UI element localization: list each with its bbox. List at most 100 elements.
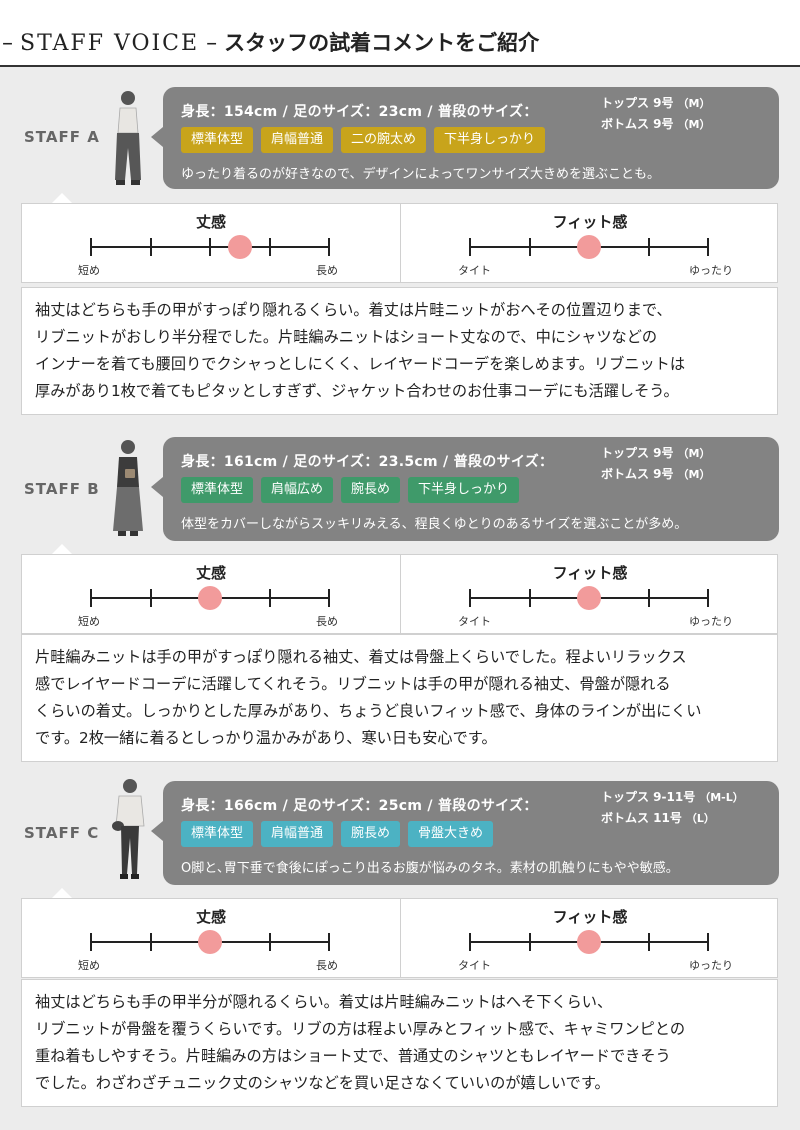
meter-tick xyxy=(149,238,152,256)
meter-divider xyxy=(400,899,401,977)
comment-line: くらいの着丈。しっかりとした厚みがあり、ちょうど良いフィット感で、身体のラインが… xyxy=(35,702,702,720)
length-low-label: 短め xyxy=(78,264,100,277)
meter-tick xyxy=(90,933,92,951)
staff-b-comment: 片畦編みニットは手の甲がすっぽり隠れる袖丈、着丈は骨盤上くらいでした。程よいリラ… xyxy=(21,634,778,762)
meter-tick xyxy=(149,933,152,951)
staff-c-tags: 標準体型 肩幅普通 腕長め 骨盤大きめ xyxy=(181,821,494,847)
meter-tick xyxy=(328,238,330,256)
length-meter-title: 丈感 xyxy=(195,564,226,582)
staff-c-description: O脚と､胃下垂で食後にぽっこり出るお腹が悩みのタネ。素材の肌触りにもやや敏感。 xyxy=(181,861,679,876)
meter-tick xyxy=(647,238,650,256)
meter-tick xyxy=(707,933,709,951)
staff-c-comment: 袖丈はどちらも手の甲半分が隠れるくらい。着丈は片畦編みニットはへそ下くらい、 リ… xyxy=(21,979,778,1107)
staff-c-bottoms-size: ボトムス 11号 xyxy=(601,811,682,825)
staff-a-length-meter: 丈感 短め 長め xyxy=(22,204,400,282)
fit-meter-title: フィット感 xyxy=(552,213,628,231)
staff-a-comment: 袖丈はどちらも手の甲がすっぽり隠れるくらい。着丈は片畦ニットがおへその位置辺りま… xyxy=(21,287,778,415)
page-header: – STAFF VOICE – スタッフの試着コメントをご紹介 xyxy=(0,0,800,67)
staff-c-pointer xyxy=(52,888,72,898)
staff-a-photo xyxy=(108,88,148,192)
meter-tick xyxy=(469,933,471,951)
staff-a-tops-size: トップス 9号 xyxy=(601,96,674,110)
fit-indicator-dot xyxy=(577,586,601,610)
meter-tick xyxy=(647,589,650,607)
comment-line: でした。わざわざチュニック丈のシャツなどを買い足さなくていいのが嬉しいです。 xyxy=(35,1074,610,1092)
staff-c-fit-meter: フィット感 タイト ゆったり xyxy=(401,899,779,977)
staff-b-description: 体型をカバーしながらスッキリみえる、程良くゆとりのあるサイズを選ぶことが多め。 xyxy=(181,517,688,532)
staff-b-label: STAFF B xyxy=(24,480,100,498)
staff-a-tag: 標準体型 xyxy=(181,127,254,153)
meter-tick xyxy=(268,933,271,951)
length-low-label: 短め xyxy=(78,959,100,972)
staff-c-tag: 腕長め xyxy=(341,821,401,847)
length-indicator-dot xyxy=(227,235,252,259)
staff-a-bottoms-size: ボトムス 9号 xyxy=(601,117,674,131)
staff-c-label: STAFF C xyxy=(24,824,100,842)
title-en: STAFF VOICE xyxy=(20,31,200,56)
staff-c-tag: 骨盤大きめ xyxy=(408,821,494,847)
staff-b-silhouette xyxy=(113,440,143,536)
staff-b-tag: 肩幅広め xyxy=(261,477,334,503)
staff-b-tops-size: トップス 9号 xyxy=(601,446,674,460)
staff-c-meters: 丈感 短め 長め フィット感 タイト ゆったり xyxy=(21,898,778,978)
staff-a-tag: 二の腕太め xyxy=(341,127,427,153)
staff-b-tag: 下半身しっかり xyxy=(408,477,520,503)
length-indicator-dot xyxy=(198,930,222,954)
fit-low-label: タイト xyxy=(458,959,491,972)
meter-tick xyxy=(328,589,330,607)
fit-indicator-dot xyxy=(577,235,601,259)
staff-c-tag: 肩幅普通 xyxy=(261,821,334,847)
staff-b-fit-meter: フィット感 タイト ゆったり xyxy=(401,555,779,633)
staff-b-bottoms-unit: （M） xyxy=(677,468,711,481)
fit-high-label: ゆったり xyxy=(689,264,733,277)
comment-line: 感でレイヤードコーデに活躍してくれそう。リブニットは手の甲が隠れる袖丈、骨盤が隠… xyxy=(35,675,671,693)
staff-c-silhouette xyxy=(112,779,145,879)
fit-low-label: タイト xyxy=(458,264,491,277)
staff-a-profile-bubble: 身長：154cm / 足のサイズ：23cm / 普段のサイズ： トップス 9号（… xyxy=(151,87,779,189)
staff-a-tags: 標準体型 肩幅普通 二の腕太め 下半身しっかり xyxy=(181,127,546,153)
length-low-label: 短め xyxy=(78,615,100,628)
meter-tick xyxy=(268,589,271,607)
staff-b-tag: 標準体型 xyxy=(181,477,254,503)
comment-line: 袖丈はどちらも手の甲がすっぽり隠れるくらい。着丈は片畦ニットがおへその位置辺りま… xyxy=(35,301,672,319)
fit-low-label: タイト xyxy=(458,615,491,628)
staff-a-usual-sizes: トップス 9号（M） ボトムス 9号（M） xyxy=(601,93,710,135)
title-jp: スタッフの試着コメントをご紹介 xyxy=(224,31,540,55)
page-title: – STAFF VOICE – スタッフの試着コメントをご紹介 xyxy=(2,28,539,59)
staff-a-bottoms-unit: （M） xyxy=(677,118,711,131)
comment-line: 重ね着もしやすそう。片畦編みの方はショート丈で、普通丈のシャツともレイヤードでき… xyxy=(35,1047,671,1065)
staff-c-tops-size: トップス 9-11号 xyxy=(601,790,696,804)
title-dash-right: – xyxy=(206,31,218,56)
staff-a-description: ゆったり着るのが好きなので、デザインによってワンサイズ大きめを選ぶことも。 xyxy=(181,167,661,182)
meter-tick xyxy=(90,589,92,607)
comment-line: です。2枚一緒に着るとしっかり温かみがあり、寒い日も安心です。 xyxy=(35,729,497,747)
comment-line: 袖丈はどちらも手の甲半分が隠れるくらい。着丈は片畦編みニットはへそ下くらい、 xyxy=(35,993,613,1011)
comment-line: リブニットが骨盤を覆うくらいです。リブの方は程よい厚みとフィット感で、キャミワン… xyxy=(35,1020,686,1038)
comment-line: インナーを着ても腰回りでクシャっとしにくく、レイヤードコーデを楽しめます。リブニ… xyxy=(35,355,686,373)
staff-b-length-meter: 丈感 短め 長め xyxy=(22,555,400,633)
length-indicator-dot xyxy=(198,586,222,610)
comment-line: リブニットがおしり半分程でした。片畦編みニットはショート丈なので、中にシャツなど… xyxy=(35,328,658,346)
staff-b-tags: 標準体型 肩幅広め 腕長め 下半身しっかり xyxy=(181,477,520,503)
staff-c-measurements: 身長：166cm / 足のサイズ：25cm / 普段のサイズ： xyxy=(181,798,538,814)
staff-c-bottoms-unit: （L） xyxy=(685,812,715,825)
title-dash-left: – xyxy=(2,31,13,56)
fit-indicator-dot xyxy=(577,930,601,954)
meter-tick xyxy=(149,589,152,607)
staff-a-silhouette xyxy=(115,91,141,185)
length-meter-title: 丈感 xyxy=(195,213,226,231)
meter-tick xyxy=(469,238,471,256)
meter-tick xyxy=(528,933,531,951)
meter-tick xyxy=(647,933,650,951)
meter-divider xyxy=(400,204,401,282)
staff-a-tag: 肩幅普通 xyxy=(261,127,334,153)
staff-b-tops-unit: （M） xyxy=(677,447,711,460)
staff-b-bottoms-size: ボトムス 9号 xyxy=(601,467,674,481)
fit-meter-title: フィット感 xyxy=(552,564,628,582)
staff-c-photo xyxy=(104,776,154,886)
fit-meter-title: フィット感 xyxy=(552,908,628,926)
staff-c-length-meter: 丈感 短め 長め xyxy=(22,899,400,977)
meter-tick xyxy=(209,238,211,256)
meter-tick xyxy=(90,238,92,256)
comment-line: 片畦編みニットは手の甲がすっぽり隠れる袖丈、着丈は骨盤上くらいでした。程よいリラ… xyxy=(35,648,687,666)
